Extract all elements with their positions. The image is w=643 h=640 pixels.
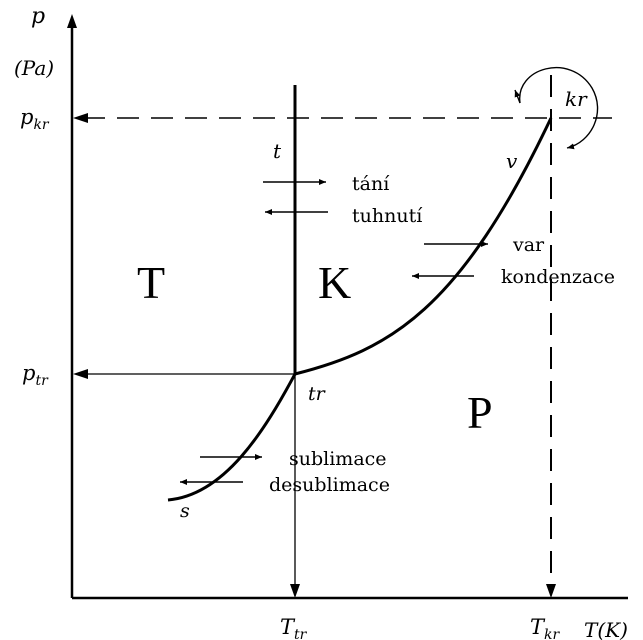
freezing-label: tuhnutí: [352, 205, 423, 227]
p-tr-sub: tr: [35, 373, 49, 389]
t-tr-base: T: [280, 615, 296, 639]
p-kr-label: pkr: [20, 105, 50, 133]
p-axis-label: p: [31, 4, 45, 29]
critical-point-label: kr: [565, 87, 588, 111]
critical-circle-arrow: [519, 66, 599, 150]
t-kr-arrowhead: [546, 584, 556, 598]
p-kr-arrowhead: [73, 113, 88, 123]
t-kr-base: T: [530, 615, 546, 639]
y-axis-arrow: [67, 14, 77, 28]
condensation-label: kondenzace: [501, 266, 615, 288]
critical-circle-arrow-start: [514, 89, 521, 104]
t-kr-label: Tkr: [530, 615, 560, 640]
p-tr-base: p: [22, 361, 35, 385]
p-kr-sub: kr: [33, 117, 49, 133]
p-kr-base: p: [20, 105, 33, 129]
t-tr-arrowhead: [290, 584, 300, 598]
gas-phase-label: P: [467, 387, 493, 438]
t-tr-label: Ttr: [280, 615, 308, 640]
sublimation-curve-label: s: [180, 500, 190, 522]
sublimation-curve: [167, 373, 297, 502]
melting-curve-label: t: [273, 139, 282, 163]
triple-point-label: tr: [308, 383, 327, 405]
boiling-label: var: [512, 234, 545, 256]
vaporization-curve: [294, 117, 553, 376]
p-unit-label: (Pa): [14, 56, 54, 80]
desublimation-label: desublimace: [269, 474, 390, 496]
t-axis-label: T(K): [584, 618, 628, 640]
liquid-phase-label: K: [318, 257, 351, 308]
vaporization-curve-label: v: [506, 149, 518, 173]
t-tr-sub: tr: [294, 627, 308, 640]
p-tr-label: ptr: [22, 361, 49, 389]
sublimation-label: sublimace: [289, 448, 387, 470]
solid-phase-label: T: [137, 257, 165, 308]
t-kr-sub: kr: [544, 627, 560, 640]
melting-label: tání: [352, 173, 390, 195]
p-tr-arrowhead: [73, 369, 88, 379]
